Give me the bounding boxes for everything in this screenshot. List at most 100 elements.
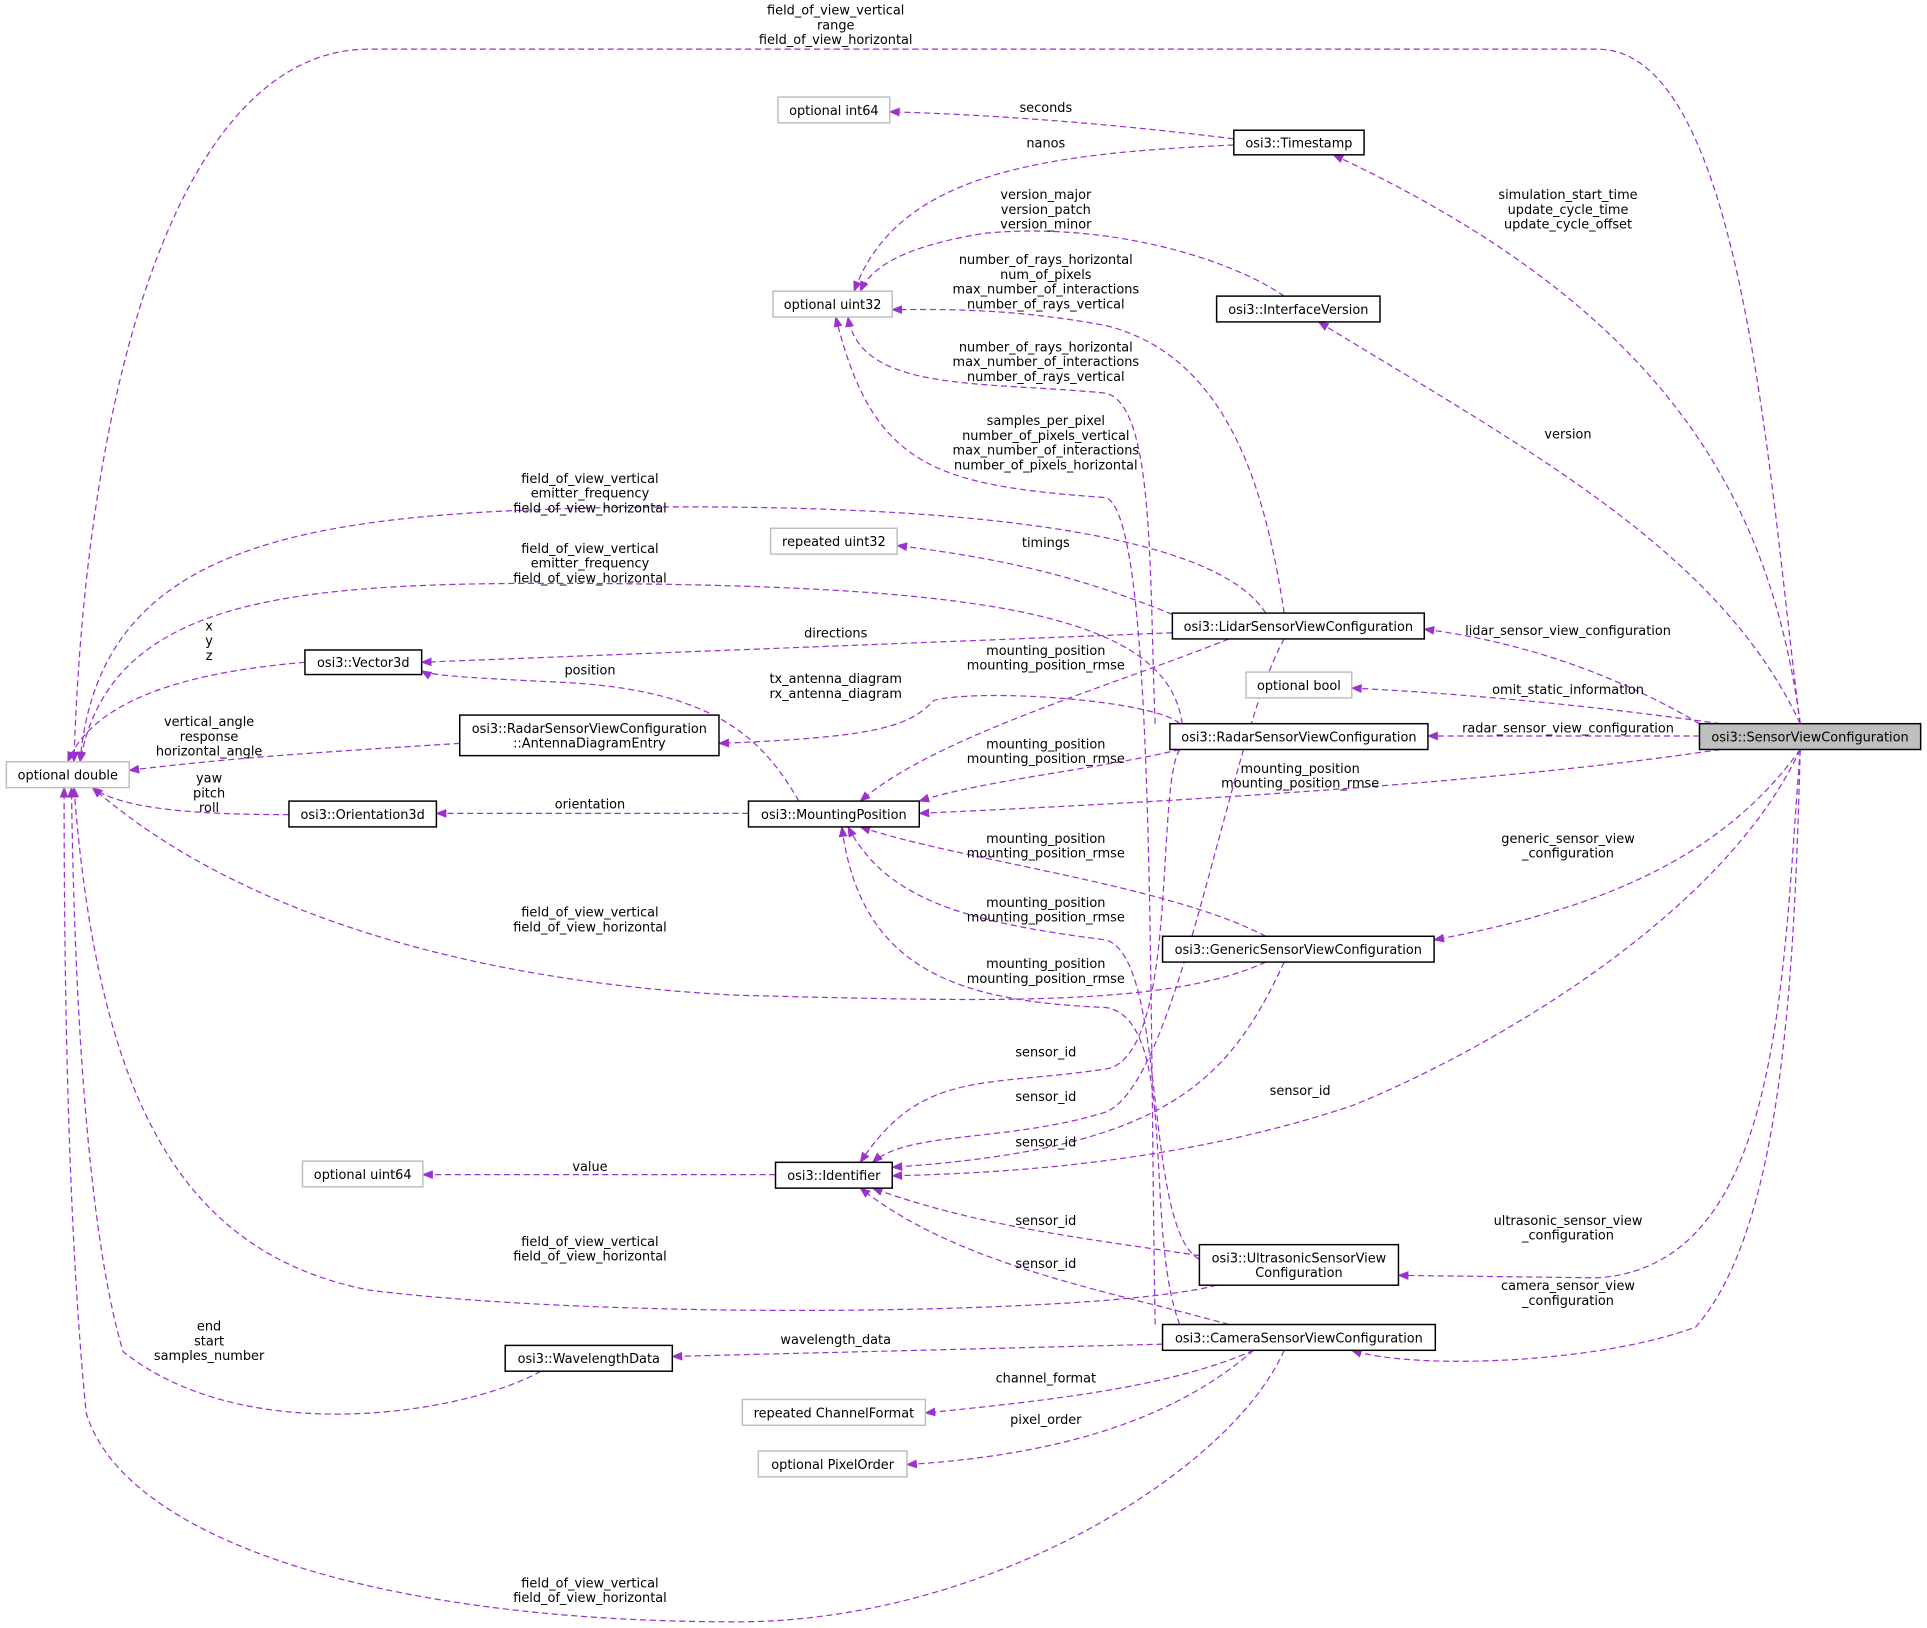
edge-line <box>69 48 1801 763</box>
edge-label: horizontal_angle <box>156 745 263 760</box>
node-sensor-view-configuration[interactable]: osi3::SensorViewConfiguration <box>1698 722 1922 751</box>
edge-sensor-view-configuration-to-radar: radar_sensor_view_configuration <box>1426 721 1700 741</box>
edge-label: version_minor <box>1000 218 1092 233</box>
edge-label: number_of_rays_horizontal <box>959 340 1133 355</box>
node-box <box>1198 1243 1400 1286</box>
node-vector3d[interactable]: osi3::Vector3d <box>304 649 423 676</box>
edge-radar-to-optional-double: field_of_view_verticalemitter_frequencyf… <box>77 542 1183 763</box>
node-optional-uint64[interactable]: optional uint64 <box>301 1160 424 1188</box>
edge-label: seconds <box>1019 101 1072 116</box>
node-orientation3d[interactable]: osi3::Orientation3d <box>288 800 438 828</box>
edge-label: emitter_frequency <box>531 487 650 502</box>
edge-line <box>853 144 1234 293</box>
edge-camera-to-optional-uint32: samples_per_pixelnumber_of_pixels_vertic… <box>833 315 1156 1325</box>
edge-label: field_of_view_horizontal <box>513 1250 667 1265</box>
edge-label: mounting_position_rmse <box>967 847 1125 862</box>
edge-line <box>420 670 800 802</box>
edge-label: channel_format <box>996 1371 1096 1386</box>
edge-line <box>1317 321 1801 724</box>
node-mounting-position[interactable]: osi3::MountingPosition <box>747 800 921 828</box>
edge-line <box>924 1349 1254 1417</box>
node-identifier[interactable]: osi3::Identifier <box>774 1161 893 1189</box>
node-wavelength-data[interactable]: osi3::WavelengthData <box>504 1344 674 1372</box>
edge-label: field_of_view_vertical <box>521 542 658 557</box>
edge-label: field_of_view_vertical <box>521 1235 658 1250</box>
edge-line <box>838 825 1181 1325</box>
edge-label: mounting_position <box>986 832 1105 847</box>
node-optional-bool[interactable]: optional bool <box>1245 671 1353 699</box>
edge-label: directions <box>804 627 867 642</box>
node-label: optional PixelOrder <box>771 1458 894 1473</box>
node-box <box>777 96 891 124</box>
edge-label: mounting_position <box>986 737 1105 752</box>
edge-label: mounting_position_rmse <box>1221 777 1379 792</box>
node-label: Configuration <box>1255 1266 1342 1281</box>
edge-mounting-position-to-vector3d: position <box>420 664 800 802</box>
node-lidar[interactable]: osi3::LidarSensorViewConfiguration <box>1171 612 1425 640</box>
edge-label: version <box>1544 428 1591 443</box>
node-optional-uint32[interactable]: optional uint32 <box>772 290 893 318</box>
node-repeated-uint32[interactable]: repeated uint32 <box>769 527 898 555</box>
edge-mounting-position-to-orientation3d: orientation <box>435 797 749 818</box>
node-box <box>772 290 893 318</box>
node-optional-double[interactable]: optional double <box>5 761 130 789</box>
edge-line <box>1397 749 1801 1280</box>
edge-generic-to-identifier: sensor_id <box>891 961 1285 1171</box>
edge-camera-to-optional-double: field_of_view_verticalfield_of_view_hori… <box>59 786 1285 1623</box>
node-timestamp[interactable]: osi3::Timestamp <box>1233 129 1365 156</box>
node-camera[interactable]: osi3::CameraSensorViewConfiguration <box>1161 1323 1437 1352</box>
node-interface-version[interactable]: osi3::InterfaceVersion <box>1215 295 1381 323</box>
edge-line <box>1423 625 1700 725</box>
edge-label: mounting_position <box>986 644 1105 659</box>
edge-label: generic_sensor_view <box>1501 832 1634 847</box>
edge-label: ultrasonic_sensor_view <box>1494 1214 1643 1229</box>
edge-line <box>891 961 1285 1171</box>
node-label: osi3::MountingPosition <box>761 808 907 823</box>
edge-label: field_of_view_horizontal <box>513 571 667 586</box>
edge-line <box>671 1343 1163 1361</box>
node-antenna-entry[interactable]: osi3::RadarSensorViewConfiguration::Ante… <box>459 714 720 757</box>
edge-sensor-view-configuration-to-identifier: sensor_id <box>891 749 1801 1180</box>
edge-timestamp-to-optional-uint32: nanos <box>853 136 1234 293</box>
edge-label: number_of_rays_vertical <box>967 370 1125 385</box>
edge-line <box>76 506 1267 763</box>
edge-camera-to-optional-pixel-order: pixel_order <box>905 1349 1254 1469</box>
node-label: osi3::RadarSensorViewConfiguration <box>472 722 707 737</box>
edge-identifier-to-optional-uint64: value <box>421 1160 776 1180</box>
edge-line <box>1350 749 1801 1362</box>
edge-line <box>859 230 1285 297</box>
edge-line <box>859 1187 1230 1326</box>
node-repeated-channel-format[interactable]: repeated ChannelFormat <box>741 1398 927 1427</box>
node-box <box>757 1450 908 1478</box>
node-box <box>1698 722 1922 751</box>
edge-camera-to-repeated-channel-format: channel_format <box>924 1349 1254 1417</box>
edge-label: z <box>206 649 213 664</box>
node-generic[interactable]: osi3::GenericSensorViewConfiguration <box>1161 935 1435 963</box>
edge-label: rx_antenna_diagram <box>770 687 902 702</box>
edge-label: field_of_view_vertical <box>521 906 658 921</box>
edge-line <box>891 305 1285 614</box>
edge-label: radar_sensor_view_configuration <box>1462 721 1674 736</box>
edge-label: number_of_pixels_vertical <box>962 429 1129 444</box>
edge-sensor-view-configuration-to-generic: generic_sensor_view_configuration <box>1432 749 1801 943</box>
edge-label: sensor_id <box>1015 1135 1076 1150</box>
edge-label: max_number_of_interactions <box>953 444 1140 459</box>
node-box <box>1245 671 1353 699</box>
edge-line <box>905 1349 1254 1469</box>
edge-sensor-view-configuration-to-optional-bool: omit_static_information <box>1350 683 1721 725</box>
node-label: osi3::Vector3d <box>317 656 410 671</box>
edge-label: timings <box>1022 536 1070 551</box>
edge-line <box>77 582 1183 763</box>
edge-timestamp-to-optional-int64: seconds <box>888 101 1234 140</box>
node-box <box>301 1160 424 1188</box>
node-optional-int64[interactable]: optional int64 <box>777 96 891 124</box>
edge-label: omit_static_information <box>1492 683 1644 698</box>
edge-lidar-to-vector3d: directions <box>420 627 1173 667</box>
node-optional-pixel-order[interactable]: optional PixelOrder <box>757 1450 908 1478</box>
node-radar[interactable]: osi3::RadarSensorViewConfiguration <box>1169 722 1429 751</box>
